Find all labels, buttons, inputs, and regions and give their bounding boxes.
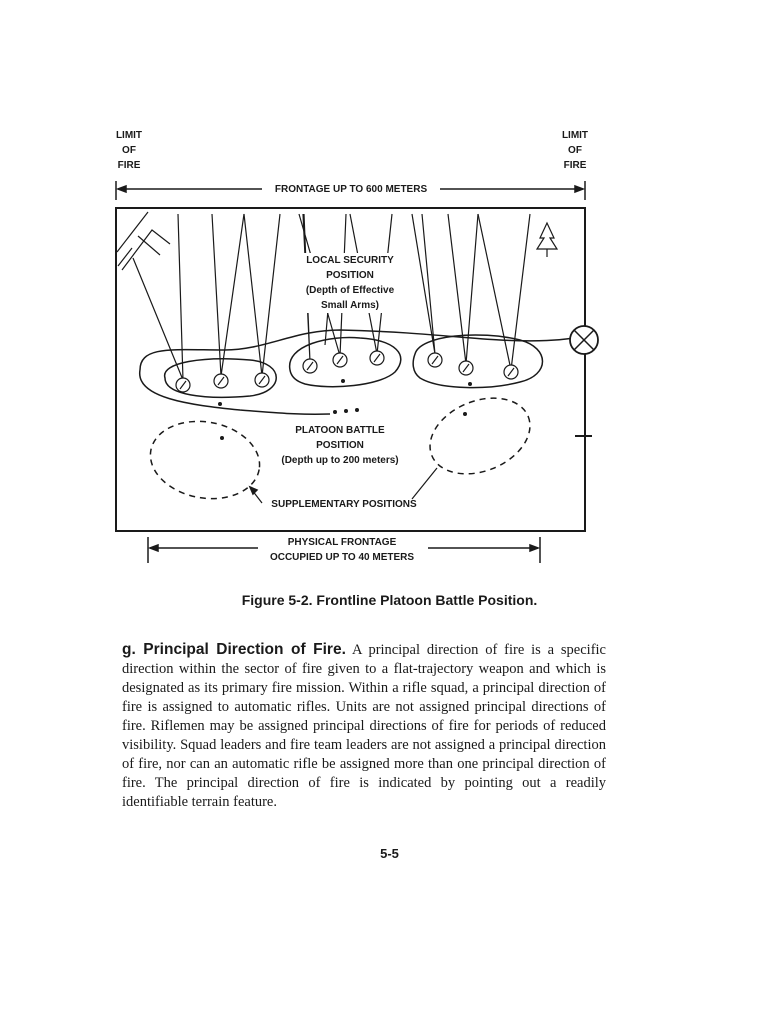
- squad-enclosure-center: [289, 336, 402, 388]
- fighting-position-icon: [458, 360, 474, 376]
- physical-frontage-label: PHYSICAL FRONTAGE OCCUPIED UP TO 40 METE…: [269, 537, 415, 563]
- supplementary-label: SUPPLEMENTARY POSITIONS: [271, 499, 417, 510]
- fighting-position-icon: [427, 352, 443, 368]
- platoon-position-outline: [139, 329, 576, 416]
- terrain-box: [115, 207, 586, 532]
- fighting-position-icon: [503, 364, 519, 380]
- road-icon: [116, 211, 171, 271]
- supplementary-position-left: [149, 420, 261, 500]
- platoon-battle-label: PLATOON BATTLE POSITION (Depth up to 200…: [281, 425, 399, 466]
- limit-of-fire-left: LIMIT OF FIRE: [115, 130, 143, 171]
- limit-marker: [569, 325, 599, 437]
- frontage-dimension: [115, 181, 586, 200]
- page-number: 5-5: [380, 846, 399, 861]
- local-security-label: LOCAL SECURITY POSITION (Depth of Effect…: [290, 253, 410, 313]
- position-dots: [218, 379, 472, 440]
- squad-enclosure-right: [412, 334, 544, 389]
- fighting-position-icon: [213, 373, 229, 389]
- frontage-label: FRONTAGE UP TO 600 METERS: [262, 182, 440, 197]
- fighting-position-icon: [302, 358, 318, 374]
- section-text: A principal direction of fire is a speci…: [122, 642, 606, 810]
- figure-caption: Figure 5-2. Frontline Platoon Battle Pos…: [241, 592, 538, 608]
- supplementary-position-right: [429, 397, 531, 475]
- section-paragraph: g. Principal Direction of Fire. A princi…: [122, 640, 606, 812]
- fighting-position-icon: [332, 352, 348, 368]
- fighting-positions: [175, 350, 519, 393]
- limit-of-fire-right: LIMIT OF FIRE: [561, 130, 589, 171]
- battle-position-diagram: [115, 181, 599, 563]
- squad-enclosure-left: [164, 358, 277, 399]
- fighting-position-icon: [369, 350, 385, 366]
- fighting-position-icon: [175, 377, 191, 393]
- physical-frontage-dimension: [147, 537, 541, 563]
- tree-icon: [535, 221, 559, 257]
- fighting-position-icon: [254, 372, 270, 388]
- section-heading: g. Principal Direction of Fire.: [122, 641, 346, 658]
